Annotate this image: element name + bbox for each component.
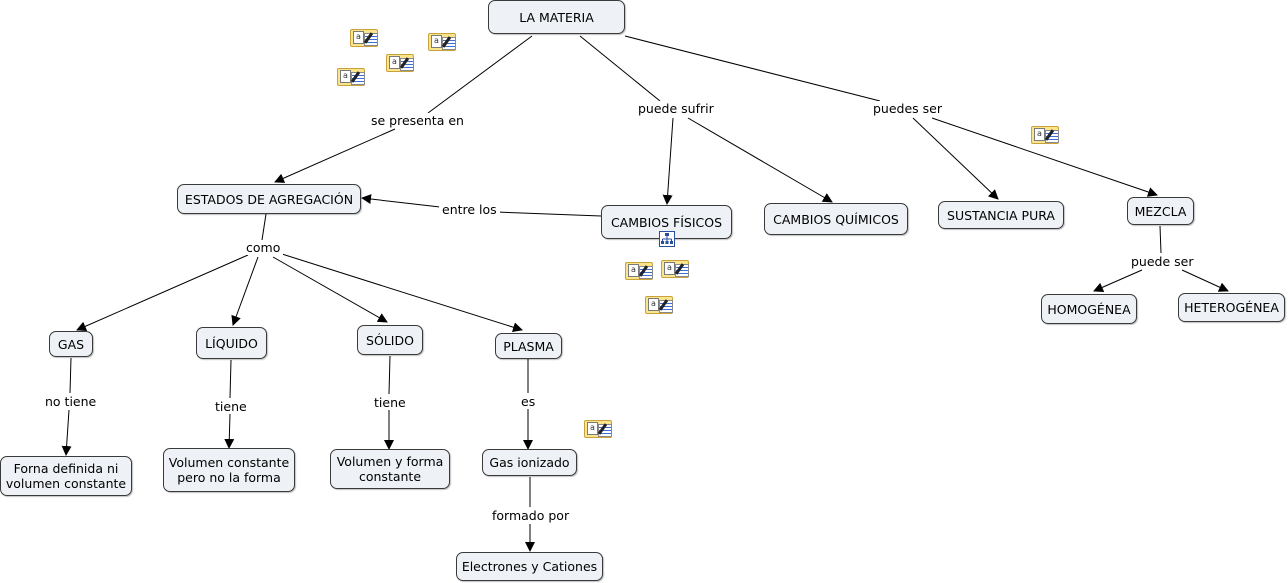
concept-cambios-quimicos[interactable]: CAMBIOS QUÍMICOS: [764, 203, 908, 235]
link-puede-ser: puede ser: [1128, 254, 1197, 269]
concept-homogenea[interactable]: HOMOGÉNEA: [1041, 294, 1137, 324]
link-formado-por: formado por: [489, 508, 573, 523]
concept-volumen-y-forma[interactable]: Volumen y forma constante: [330, 449, 450, 489]
link-como: como: [243, 240, 284, 255]
link-entre-los: entre los: [439, 202, 500, 217]
concept-forma-definida[interactable]: Forna definida ni volumen constante: [0, 456, 132, 496]
concept-la-materia[interactable]: LA MATERIA: [488, 0, 625, 34]
concept-volumen-constante[interactable]: Volumen constante pero no la forma: [163, 448, 295, 492]
text-resource-icon[interactable]: a: [428, 33, 456, 51]
link-tiene-solido: tiene: [371, 395, 409, 410]
concept-estados-de-agregacion[interactable]: ESTADOS DE AGREGACIÓN: [177, 184, 361, 214]
concept-gas[interactable]: GAS: [49, 331, 93, 357]
text-resource-icon[interactable]: a: [584, 420, 612, 438]
concept-sustancia-pura[interactable]: SUSTANCIA PURA: [938, 201, 1064, 229]
text-resource-icon[interactable]: a: [337, 68, 365, 86]
link-puede-sufrir: puede sufrir: [635, 101, 717, 116]
link-no-tiene: no tiene: [42, 394, 100, 409]
text-resource-icon[interactable]: a: [1031, 126, 1059, 144]
concept-heterogenea[interactable]: HETEROGÉNEA: [1178, 293, 1285, 322]
concept-map-icon[interactable]: [659, 231, 675, 247]
link-puedes-ser: puedes ser: [870, 101, 946, 116]
text-resource-icon[interactable]: a: [625, 262, 653, 280]
concept-solido[interactable]: SÓLIDO: [357, 325, 423, 355]
concept-mezcla[interactable]: MEZCLA: [1127, 197, 1194, 225]
concept-gas-ionizado[interactable]: Gas ionizado: [482, 449, 577, 476]
link-es: es: [518, 394, 539, 409]
text-resource-icon[interactable]: a: [645, 296, 673, 314]
concept-plasma[interactable]: PLASMA: [495, 333, 562, 359]
text-resource-icon[interactable]: a: [661, 260, 689, 278]
link-se-presenta-en: se presenta en: [368, 113, 467, 128]
text-resource-icon[interactable]: a: [386, 54, 414, 72]
text-resource-icon[interactable]: a: [350, 29, 378, 47]
concept-electrones-y-cationes[interactable]: Electrones y Cationes: [456, 552, 603, 581]
link-tiene-liquido: tiene: [212, 399, 250, 414]
concept-liquido[interactable]: LÍQUIDO: [196, 327, 267, 359]
